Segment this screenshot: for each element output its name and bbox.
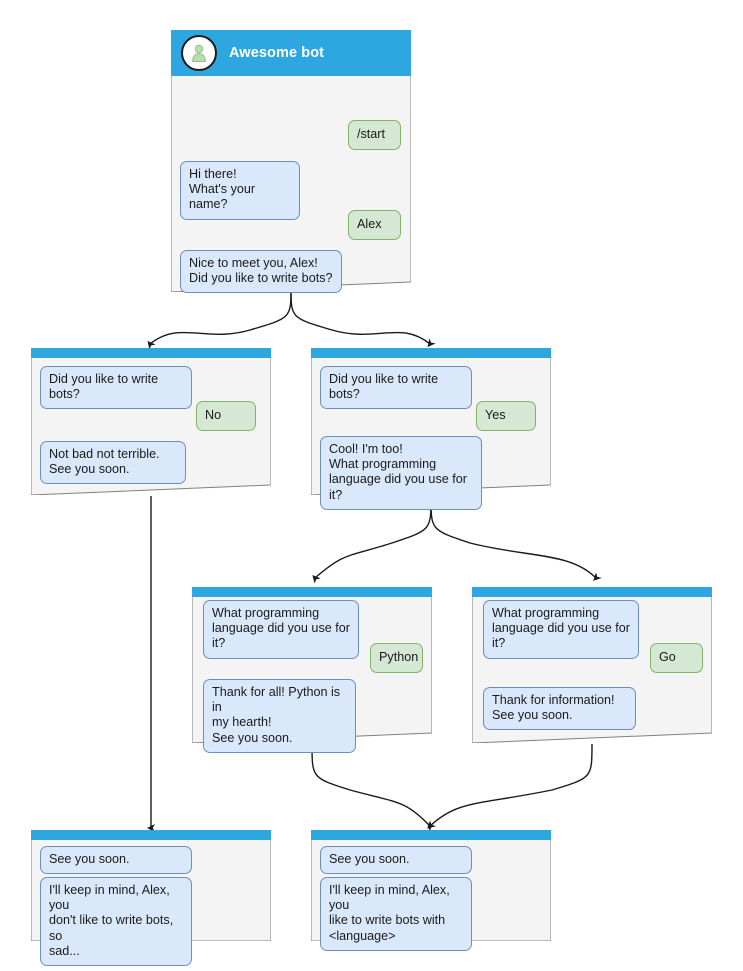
message-bot-keep-in-mind-happy: I'll keep in mind, Alex, you like to wri… (320, 877, 472, 951)
edge-start-to-yes (290, 287, 436, 348)
node-end-happy[interactable]: See you soon. I'll keep in mind, Alex, y… (311, 830, 551, 951)
node-end-sad[interactable]: See you soon. I'll keep in mind, Alex, y… (31, 830, 271, 967)
message-bot-did-you-like: Did you like to write bots? (40, 366, 192, 410)
node-start-header: Awesome bot (171, 30, 411, 76)
edge-start-to-no (147, 287, 292, 350)
edge-python-to-end-happy (311, 743, 436, 829)
message-bot-see-you-soon: See you soon. (40, 846, 192, 875)
message-bot-not-bad: Not bad not terrible. See you soon. (40, 441, 186, 485)
message-user-yes: Yes (476, 401, 536, 431)
message-bot-nice-to-meet: Nice to meet you, Alex! Did you like to … (180, 250, 342, 294)
message-bot-thank-python: Thank for all! Python is in my hearth! S… (203, 679, 356, 753)
message-user-start: /start (348, 120, 401, 150)
message-bot-what-language: What programming language did you use fo… (483, 600, 639, 659)
node-answer-no[interactable]: Did you like to write bots? No Not bad n… (31, 348, 271, 495)
message-bot-greeting: Hi there! What's your name? (180, 161, 300, 220)
message-bot-what-language: What programming language did you use fo… (203, 600, 359, 659)
message-bot-keep-in-mind-sad: I'll keep in mind, Alex, you don't like … (40, 877, 192, 967)
edge-yes-to-python (312, 497, 432, 584)
node-start-title: Awesome bot (229, 45, 325, 61)
node-lang-go[interactable]: What programming language did you use fo… (472, 587, 712, 743)
message-user-name: Alex (348, 210, 401, 240)
message-bot-see-you-soon: See you soon. (320, 846, 472, 875)
person-glyph (192, 44, 206, 62)
node-start[interactable]: Awesome bot /start Hi there! What's your… (171, 30, 411, 294)
user-avatar-icon (181, 35, 217, 71)
node-lang-python[interactable]: What programming language did you use fo… (192, 587, 432, 753)
message-user-no: No (196, 401, 256, 431)
edge-yes-to-go (430, 497, 602, 581)
node-answer-yes[interactable]: Did you like to write bots? Yes Cool! I'… (311, 348, 551, 510)
message-bot-cool-im-too: Cool! I'm too! What programming language… (320, 436, 482, 510)
message-bot-thank-info: Thank for information! See you soon. (483, 687, 636, 731)
edge-go-to-end-happy (427, 743, 593, 832)
message-bot-did-you-like: Did you like to write bots? (320, 366, 472, 410)
message-user-python: Python (370, 643, 423, 673)
message-user-go: Go (650, 643, 703, 673)
